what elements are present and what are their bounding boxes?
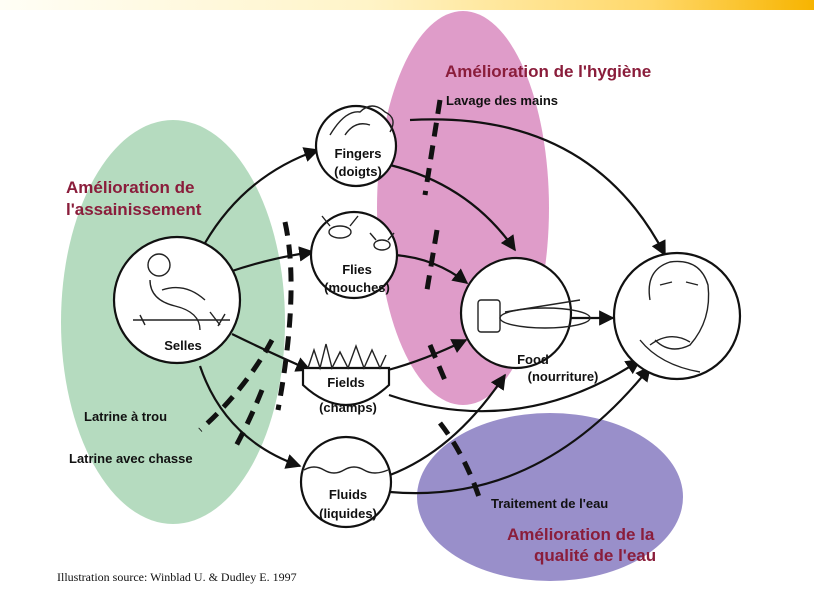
arrow-fingers-person [409, 118, 666, 257]
sanitation-title-line1: Amélioration de [66, 178, 194, 197]
person-eating-icon [639, 260, 710, 373]
water-icon [303, 466, 389, 474]
fingers-fr-label: (doigts) [334, 164, 382, 179]
food-label: Food [517, 352, 549, 367]
pit-latrine-label: Latrine à trou [84, 409, 167, 424]
flush-latrine-label: Latrine avec chasse [69, 451, 193, 466]
fingers-label: Fingers [335, 146, 382, 161]
handwashing-label: Lavage des mains [446, 93, 558, 108]
arrow-fields-person [388, 359, 642, 413]
squatting-figure-icon [133, 253, 230, 331]
barrier-handwashing-flies [424, 229, 440, 291]
sanitation-title-line2: l'assainissement [66, 200, 202, 219]
flies-label: Flies [342, 262, 372, 277]
water-title-line2: qualité de l'eau [534, 546, 656, 565]
selles-label: Selles [164, 338, 202, 353]
node-selles [112, 235, 242, 365]
arrow-selles-fluids [198, 365, 302, 469]
barrier-pit-latrine-sanitation [275, 221, 294, 411]
food-plate-icon [477, 299, 591, 333]
node-flies [309, 210, 399, 300]
arrow-fluids-food [389, 373, 506, 477]
arrow-fingers-food [389, 163, 516, 252]
arrow-fluids-person [389, 365, 651, 495]
fly-icon [321, 215, 395, 251]
food-fr-label: (nourriture) [528, 369, 599, 384]
node-person [612, 251, 742, 381]
barrier-flush-latrine [198, 338, 275, 432]
water-zone [417, 413, 683, 581]
hand-icon [329, 105, 394, 136]
field-plants-icon [307, 343, 387, 371]
node-food [459, 256, 573, 370]
arrow-selles-flies [228, 246, 315, 274]
flies-fr-label: (mouches) [324, 280, 390, 295]
water-treatment-label: Traitement de l'eau [491, 496, 608, 511]
barrier-water-treatment [438, 421, 483, 501]
node-fluids [299, 435, 393, 529]
fluids-fr-label: (liquides) [319, 506, 377, 521]
arrow-selles-fingers [204, 147, 320, 244]
node-fields [301, 366, 391, 406]
barrier-flush-latrine-2 [233, 389, 265, 448]
fluids-label: Fluids [329, 487, 367, 502]
fields-label: Fields [327, 375, 365, 390]
illustration-source: Illustration source: Winblad U. & Dudley… [57, 570, 297, 584]
hygiene-title: Amélioration de l'hygiène [445, 62, 651, 81]
arrow-fields-food [387, 339, 468, 372]
barrier-fields [427, 344, 450, 386]
fields-fr-label: (champs) [319, 400, 377, 415]
barrier-handwashing [422, 99, 443, 196]
top-gradient-bar [0, 0, 814, 10]
water-title-line1: Amélioration de la [507, 525, 655, 544]
